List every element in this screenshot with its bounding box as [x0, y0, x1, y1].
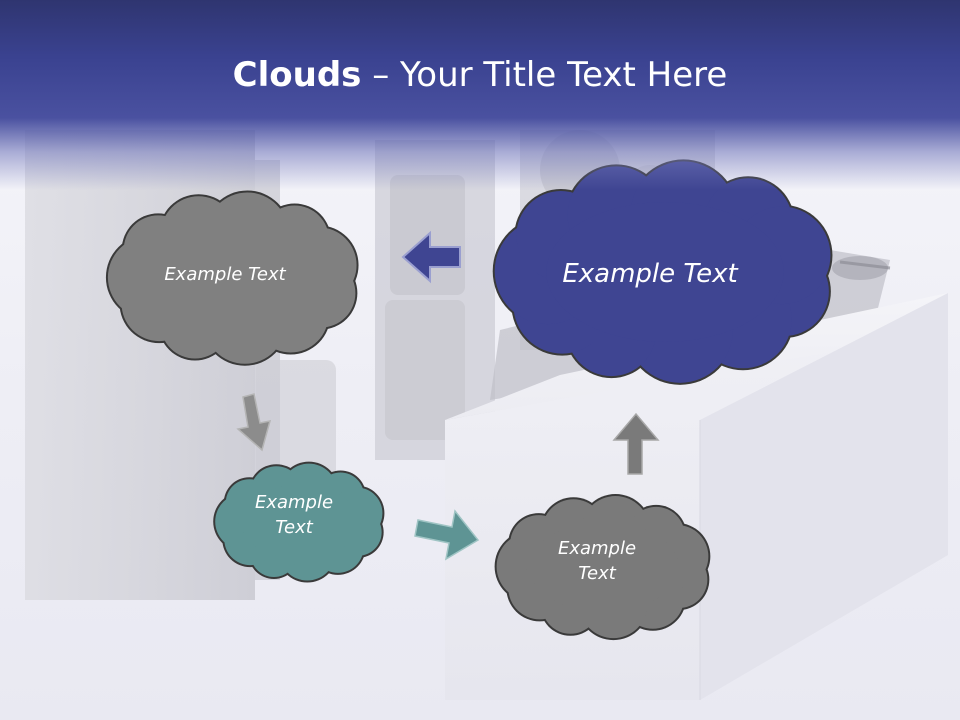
arrow-right	[414, 509, 480, 561]
arrow-down	[236, 393, 272, 452]
title-bold: Clouds	[232, 55, 362, 95]
cloud-label-bottom-left[interactable]: Example Text	[254, 492, 334, 539]
cloud-top-left	[105, 190, 359, 366]
cloud-core	[529, 522, 679, 612]
cloud-label-top-right[interactable]: Example Text	[562, 259, 738, 289]
cloud-core	[146, 223, 322, 333]
title-rest: Your Title Text Here	[400, 55, 728, 95]
cloud-core	[240, 485, 360, 559]
title-separator: –	[361, 55, 401, 95]
cloud-label-top-left[interactable]: Example Text	[164, 264, 286, 285]
cloud-top-right	[492, 159, 833, 385]
cloud-bottom-right	[494, 494, 711, 641]
cloud-core	[546, 202, 784, 342]
arrow-left	[401, 230, 461, 284]
podium	[445, 293, 948, 700]
cloud-label-bottom-right[interactable]: Example Text	[557, 538, 637, 585]
title-bar	[0, 0, 960, 190]
arrow-up	[612, 412, 660, 475]
cloud-bottom-left	[213, 461, 385, 583]
slide-title: Clouds – Your Title Text Here	[0, 55, 960, 95]
